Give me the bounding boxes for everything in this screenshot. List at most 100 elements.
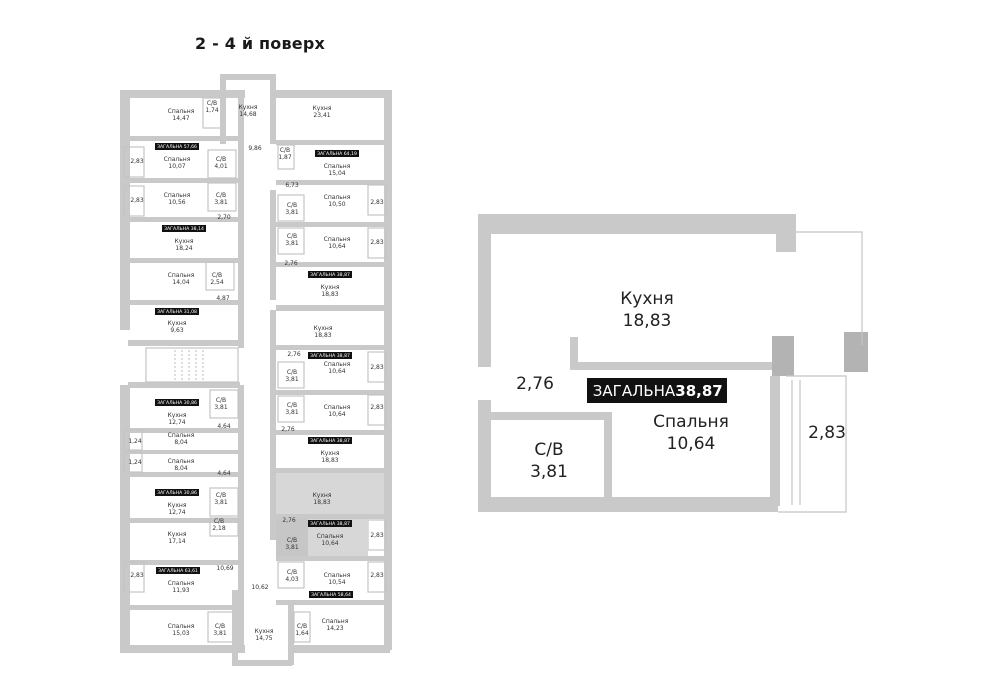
room-label: ЗАГАЛЬНА 58,64 [309,591,353,598]
room-label: С/В3,81 [214,192,228,206]
room-name: Спальня [168,623,195,630]
room-area: 15,03 [172,630,189,637]
room-area: 2,76 [282,517,296,524]
room-label: С/В2,54 [210,272,224,286]
detail-total-label: ЗАГАЛЬНА [593,382,676,400]
room-label: 2,83 [370,364,384,371]
room-name: Спальня [168,432,195,439]
total-badge [308,352,352,359]
room-area: 3,81 [285,240,299,247]
room-area: 18,24 [175,245,192,252]
room-area: 2,70 [217,214,231,221]
room-area: 15,04 [328,170,345,177]
room-area: 2,76 [281,426,295,433]
room-name: Спальня [168,580,195,587]
room-label: ЗАГАЛЬНА 57,66 [155,143,199,150]
room-area: 4,64 [217,470,231,477]
detail-kitchen-name: Кухня [620,289,674,309]
room-label: 1,24 [128,438,142,445]
room-label: 2,83 [370,239,384,246]
room-area: 10,64 [328,368,345,375]
room-name: Кухня [313,492,332,499]
room-name: Кухня [239,104,258,111]
room-label: С/В4,03 [285,569,299,583]
room-name: Спальня [324,236,351,243]
room-area: 2,83 [130,572,144,579]
room-name: Спальня [168,458,195,465]
room-area: 10,64 [328,411,345,418]
room-label: С/В3,81 [285,202,299,216]
detail-bathroom-name: С/В [534,440,563,460]
room-area: 10,56 [168,199,185,206]
room-area: 3,81 [214,499,228,506]
total-badge [155,489,199,496]
room-label: 2,83 [130,572,144,579]
room-name: С/В [287,202,297,209]
detail-kitchen-area: 18,83 [623,311,672,331]
room-label: С/В3,81 [214,397,228,411]
room-area: 9,86 [248,145,262,152]
room-label: ЗАГАЛЬНА 30,86 [155,489,199,496]
room-name: Кухня [313,105,332,112]
total-badge [156,567,200,574]
room-area: 10,69 [216,565,233,572]
room-label: С/В1,64 [295,623,309,637]
room-label: ЗАГАЛЬНА 63,61 [156,567,200,574]
room-name: С/В [216,156,226,163]
room-name: Спальня [324,163,351,170]
room-area: 2,83 [370,239,384,246]
room-name: Спальня [164,156,191,163]
room-area: 18,83 [313,499,330,506]
room-area: 12,74 [168,509,185,516]
room-label: 2,83 [130,197,144,204]
room-area: 14,23 [326,625,343,632]
room-name: С/В [216,192,226,199]
room-area: 4,87 [216,295,230,302]
room-area: 11,93 [172,587,189,594]
room-area: 2,54 [210,279,224,286]
room-name: Кухня [168,531,187,538]
room-area: 4,01 [214,163,228,170]
total-badge [308,520,352,527]
room-label: С/В4,01 [214,156,228,170]
building-walls [120,74,392,666]
room-label: 4,64 [217,423,231,430]
detail-balcony-area: 2,83 [808,423,846,443]
room-label: 2,70 [217,214,231,221]
apartment-detail-plan [478,214,868,513]
room-name: Спальня [164,192,191,199]
room-name: Кухня [168,320,187,327]
room-name: Спальня [324,361,351,368]
room-area: 8,04 [174,439,188,446]
room-label: ЗАГАЛЬНА 38,87 [308,271,352,278]
room-area: 2,83 [370,199,384,206]
room-name: Спальня [324,404,351,411]
room-area: 3,81 [285,409,299,416]
room-label: ЗАГАЛЬНА 31,08 [155,308,199,315]
room-name: С/В [287,402,297,409]
room-area: 14,68 [239,111,256,118]
room-label: 2,83 [370,572,384,579]
total-badge [308,271,352,278]
room-label: 4,87 [216,295,230,302]
room-name: Спальня [324,194,351,201]
room-name: Кухня [255,628,274,635]
room-area: 2,76 [287,351,301,358]
room-area: 3,81 [285,376,299,383]
room-area: 4,64 [217,423,231,430]
room-area: 2,83 [130,158,144,165]
room-area: 10,64 [328,243,345,250]
room-label: 2,83 [370,532,384,539]
room-label: 2,83 [370,404,384,411]
total-badge-text: ЗАГАЛЬНА 58,64 [311,592,351,598]
room-name: С/В [287,537,297,544]
